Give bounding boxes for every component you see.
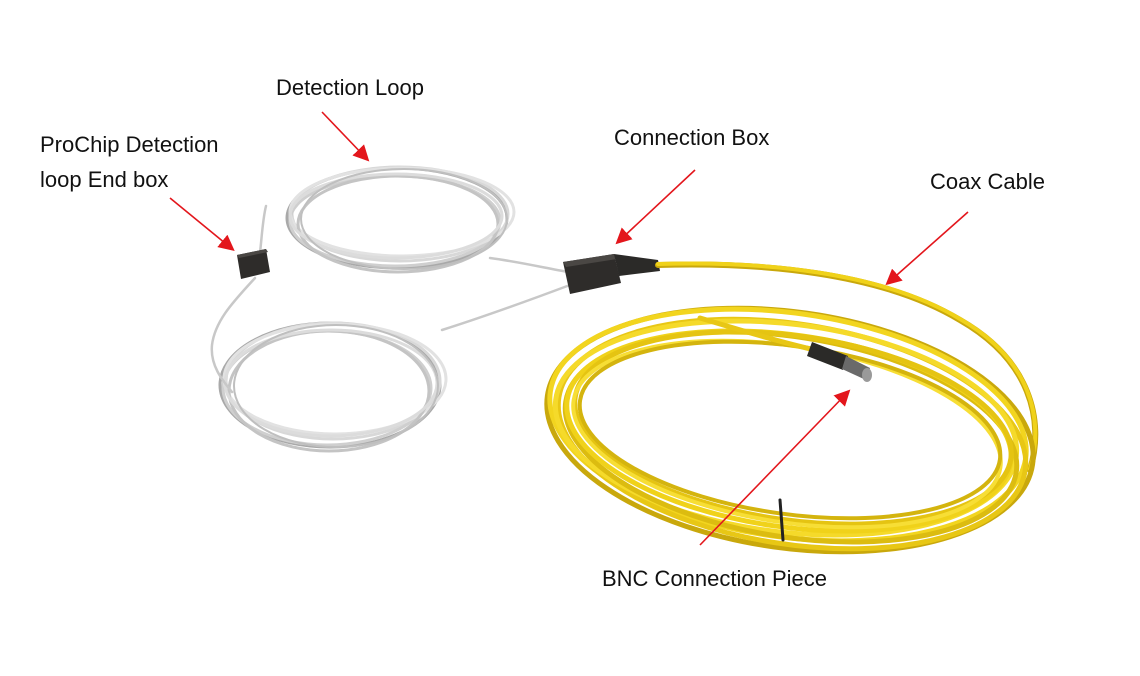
arrow-bnc-piece bbox=[699, 389, 851, 546]
label-end-box-line1: ProChip Detection bbox=[40, 132, 219, 157]
coax-coil bbox=[544, 305, 1036, 555]
coax-lead bbox=[655, 261, 1039, 473]
connection-box bbox=[563, 254, 660, 294]
detection-loop-lower-coil bbox=[218, 321, 448, 453]
label-coax-cable: Coax Cable bbox=[930, 169, 1045, 194]
arrow-detection-loop bbox=[321, 111, 370, 162]
bnc-connector bbox=[697, 315, 872, 382]
label-end-box-line2: loop End box bbox=[40, 167, 168, 192]
arrow-coax-cable bbox=[885, 211, 969, 286]
end-box bbox=[237, 249, 270, 279]
detection-loop-upper-coil bbox=[285, 165, 516, 274]
label-detection-loop: Detection Loop bbox=[276, 75, 424, 100]
label-connection-box: Connection Box bbox=[614, 125, 769, 150]
label-bnc-piece: BNC Connection Piece bbox=[602, 566, 827, 591]
white-lead-wires bbox=[210, 204, 572, 394]
annotation-arrows bbox=[169, 111, 969, 546]
arrow-end-box bbox=[169, 197, 235, 252]
arrow-connection-box bbox=[615, 169, 696, 245]
